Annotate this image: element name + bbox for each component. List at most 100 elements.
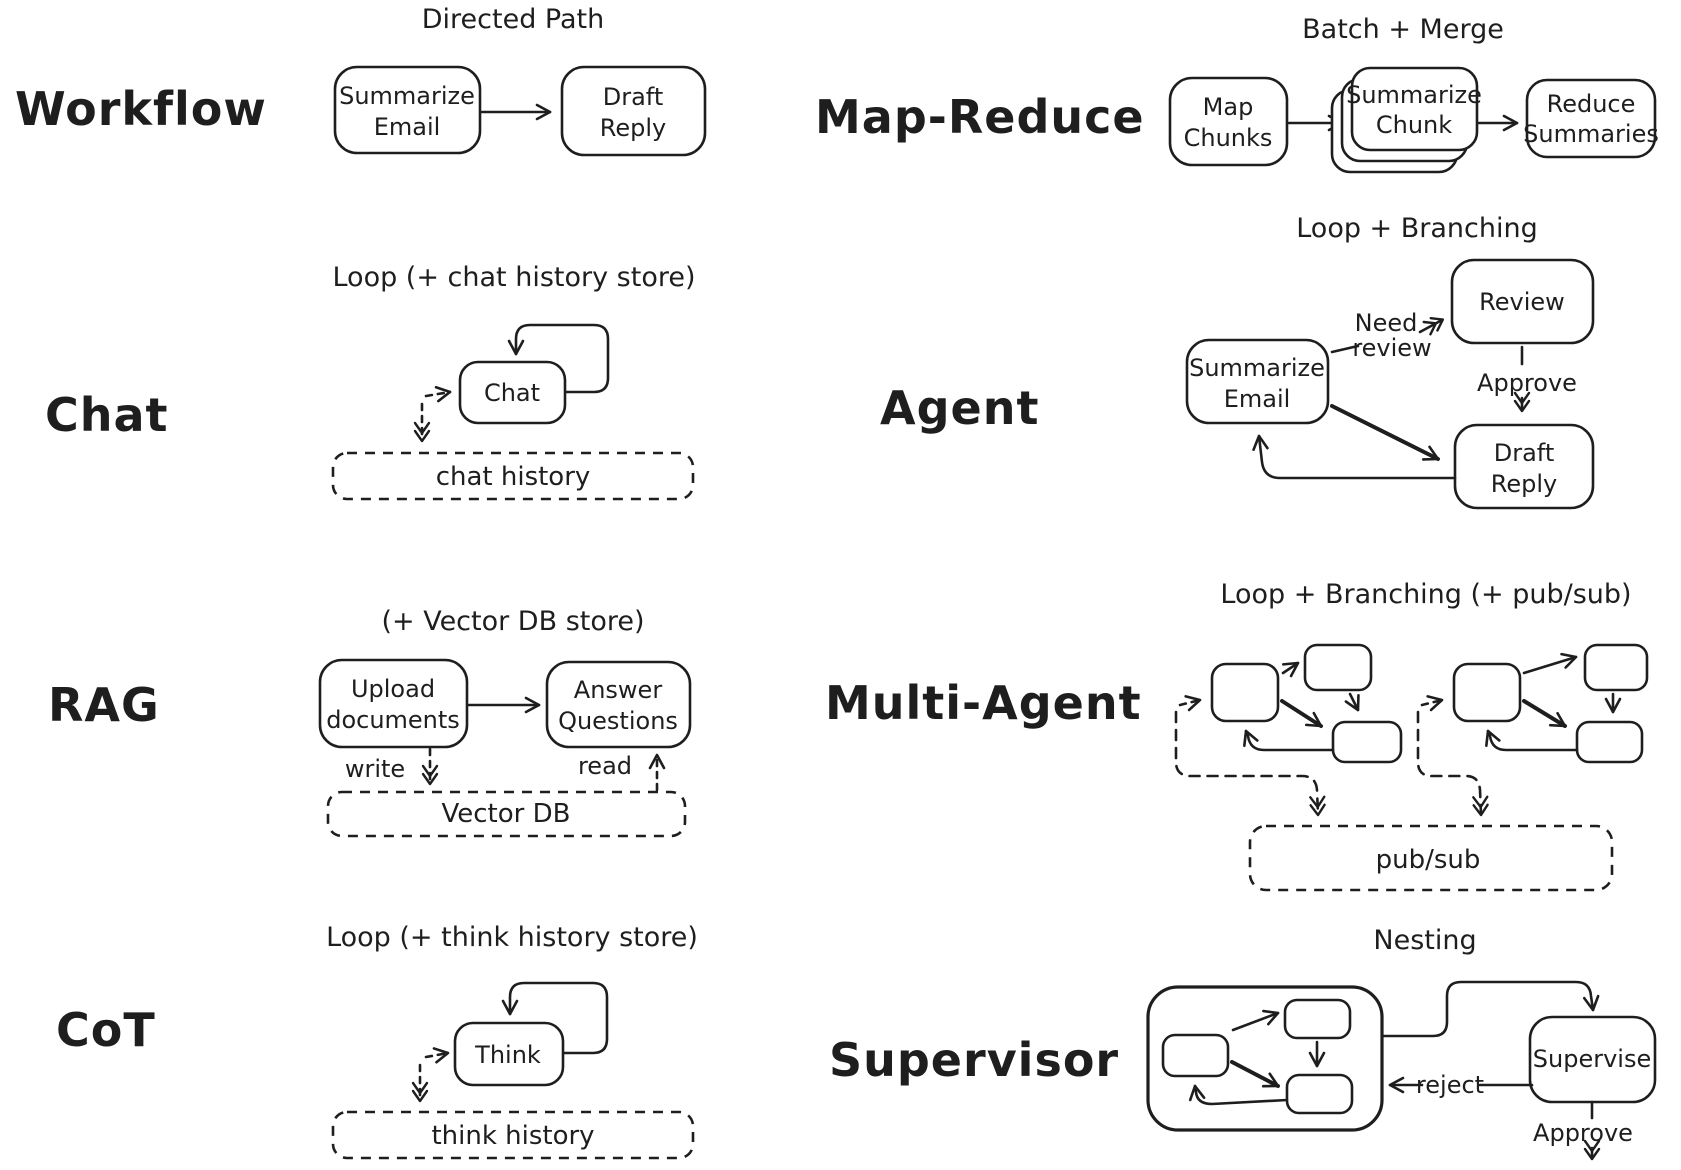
chat-node-text: Chat	[484, 379, 540, 407]
rag-node-answer-line2: Questions	[558, 707, 678, 735]
agent-node-review-text: Review	[1479, 288, 1565, 316]
chat-loop-arrow	[507, 323, 610, 394]
multi-agent-cluster1-node-left	[1210, 662, 1280, 723]
multi-agent-cluster2-loop-back	[1485, 729, 1579, 752]
rag-vector-db-store	[326, 790, 687, 838]
map-reduce-node-map-chunks-line1: Map	[1203, 93, 1254, 121]
section-workflow: Directed Path Workflow Summarize Email D…	[15, 4, 707, 157]
cot-title: Loop (+ think history store)	[326, 922, 698, 953]
agent-node-draft-reply-line2: Reply	[1491, 470, 1557, 498]
multi-agent-cluster2-entry-arrow	[1420, 695, 1444, 712]
supervisor-node-supervise-text: Supervise	[1533, 1045, 1651, 1073]
multi-agent-cluster2-arrow-left-top	[1522, 652, 1578, 675]
cot-think-history-store	[331, 1110, 695, 1160]
multi-agent-cluster1-arrow-left-bottom	[1280, 699, 1323, 728]
rag-label: RAG	[48, 678, 160, 732]
multi-agent-pubsub-store	[1248, 824, 1614, 892]
workflow-node-draft-reply	[560, 65, 707, 157]
agent-node-summarize-email-line1: Summarize	[1189, 354, 1325, 382]
agent-node-draft-reply-line1: Draft	[1494, 439, 1555, 467]
chat-history-store	[331, 451, 695, 501]
multi-agent-cluster1-node-top	[1303, 643, 1373, 692]
supervisor-inner-node-top	[1283, 998, 1352, 1040]
supervisor-label: Supervisor	[829, 1033, 1119, 1087]
section-agent: Loop + Branching Agent Review Summarize …	[880, 213, 1595, 510]
multi-agent-title: Loop + Branching (+ pub/sub)	[1220, 579, 1631, 610]
cot-node-think-text: Think	[474, 1041, 541, 1069]
supervisor-inner-arrow-left-bottom	[1230, 1060, 1280, 1088]
multi-agent-cluster1-pubsub-link	[1174, 710, 1326, 817]
map-reduce-node-reduce-summaries	[1525, 78, 1657, 159]
multi-agent-cluster2-node-left	[1452, 662, 1522, 723]
multi-agent-cluster2-node-top	[1583, 643, 1649, 692]
supervisor-inner-loop-back	[1188, 1084, 1289, 1106]
supervisor-inner-node-left	[1161, 1033, 1230, 1078]
cot-think-history-store-text: think history	[431, 1121, 594, 1151]
chat-store-read-arrow	[424, 385, 452, 403]
rag-node-upload-line2: documents	[326, 706, 460, 734]
supervisor-title: Nesting	[1373, 925, 1476, 956]
supervisor-reject-text: reject	[1416, 1071, 1484, 1099]
workflow-label: Workflow	[15, 82, 267, 136]
cot-label: CoT	[56, 1003, 156, 1057]
agent-need-review-arrow	[1418, 316, 1445, 336]
multi-agent-cluster1-entry-arrow	[1178, 695, 1202, 712]
agent-loop-back-arrow	[1252, 434, 1457, 480]
agent-approve-text: Approve	[1477, 369, 1577, 397]
multi-agent-cluster2-pubsub-link	[1416, 710, 1489, 817]
chat-node	[458, 360, 567, 425]
cot-node-think	[453, 1021, 565, 1087]
map-reduce-node-summarize-chunk	[1350, 66, 1479, 152]
section-cot: Loop (+ think history store) CoT Think t…	[56, 922, 698, 1160]
multi-agent-cluster1-loop-back	[1243, 729, 1335, 752]
section-map-reduce: Batch + Merge Map-Reduce Map Chunks Summ…	[815, 14, 1659, 174]
map-reduce-node-reduce-summaries-line2: Summaries	[1523, 120, 1659, 148]
section-chat: Loop (+ chat history store) Chat Chat ch…	[45, 262, 696, 501]
agent-label: Agent	[880, 381, 1039, 435]
multi-agent-cluster1-arrow-left-top	[1281, 661, 1300, 678]
rag-write-text: write	[345, 755, 405, 783]
section-rag: (+ Vector DB store) RAG Upload documents…	[48, 606, 692, 838]
workflow-node-summarize-email-line1: Summarize	[339, 82, 475, 110]
agent-node-summarize-email-line2: Email	[1224, 385, 1291, 413]
agent-draft-arrow	[1330, 404, 1440, 461]
workflow-node-summarize-email	[333, 65, 482, 155]
rag-node-upload	[318, 658, 469, 749]
cot-store-read-arrow	[424, 1047, 450, 1064]
workflow-node-draft-reply-line1: Draft	[603, 83, 664, 111]
rag-title: (+ Vector DB store)	[381, 606, 644, 637]
cot-loop-arrow	[501, 981, 609, 1055]
section-multi-agent: Loop + Branching (+ pub/sub) Multi-Agent…	[825, 579, 1649, 892]
workflow-node-draft-reply-line2: Reply	[600, 114, 666, 142]
multi-agent-cluster1-node-bottom	[1331, 720, 1403, 764]
map-reduce-node-map-chunks	[1168, 76, 1289, 167]
map-reduce-node-summarize-chunk-line1: Summarize	[1346, 81, 1482, 109]
agent-node-summarize-email	[1185, 338, 1330, 425]
supervisor-approve-text: Approve	[1533, 1119, 1633, 1147]
agent-need-review-leader	[1330, 344, 1360, 354]
agent-title: Loop + Branching	[1296, 213, 1538, 244]
multi-agent-cluster1-arrow-top-bottom	[1344, 692, 1360, 712]
rag-node-answer-line1: Answer	[574, 676, 663, 704]
chat-title: Loop (+ chat history store)	[332, 262, 695, 293]
agent-node-review	[1450, 258, 1595, 345]
rag-read-text: read	[578, 752, 632, 780]
workflow-title: Directed Path	[422, 4, 605, 35]
map-reduce-node-summarize-chunk-line2: Chunk	[1376, 111, 1452, 139]
supervisor-inner-arrow-left-top	[1231, 1009, 1280, 1032]
map-reduce-node-map-chunks-line2: Chunks	[1184, 124, 1273, 152]
agent-need-review-line1: Need	[1355, 309, 1418, 337]
map-reduce-node-reduce-summaries-line1: Reduce	[1547, 90, 1636, 118]
supervisor-nesting-arrow	[1380, 980, 1600, 1038]
multi-agent-cluster2-arrow-left-bottom	[1522, 699, 1567, 728]
rag-node-upload-line1: Upload	[351, 675, 435, 703]
rag-vector-db-store-text: Vector DB	[442, 799, 571, 829]
agent-need-review-line2: review	[1352, 334, 1431, 362]
chat-history-store-text: chat history	[436, 462, 591, 492]
supervisor-inner-node-bottom	[1285, 1073, 1354, 1115]
workflow-node-summarize-email-line2: Email	[374, 113, 441, 141]
map-reduce-title: Batch + Merge	[1302, 14, 1504, 45]
chat-label: Chat	[45, 388, 169, 442]
